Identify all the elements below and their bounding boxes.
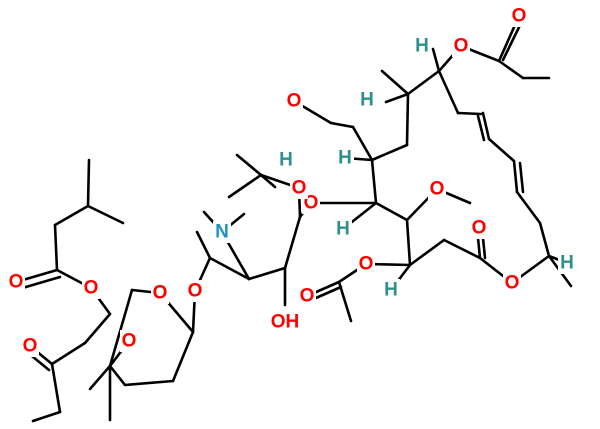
atom-label-background (7, 271, 25, 293)
bond (405, 218, 412, 267)
atom-label-background (336, 147, 354, 169)
bond (518, 161, 525, 194)
atom-label-background (503, 272, 521, 294)
atom-label-o-top-carb: O (512, 6, 527, 27)
bond (481, 111, 491, 141)
bond (408, 238, 446, 267)
atom-label-o-prop-carb: O (23, 336, 38, 357)
bond (88, 364, 112, 391)
atom-label-background (298, 285, 316, 307)
bond (456, 111, 483, 116)
atom-label-background (120, 330, 138, 352)
bond (53, 204, 90, 227)
bond (497, 59, 525, 80)
atom-label-o-top: O (454, 36, 469, 57)
atom-label-background (558, 252, 576, 274)
atom-label-o-ald: O (287, 91, 302, 112)
atom-label-background (382, 279, 400, 301)
atom-label-o-lac: O (505, 273, 520, 294)
bond (431, 47, 441, 73)
bond (83, 312, 112, 345)
bond (374, 201, 409, 222)
atom-label-h-c4: H (384, 280, 398, 301)
atom-label-background (270, 311, 300, 333)
bond (86, 158, 91, 208)
bond (259, 173, 277, 189)
bond (50, 362, 62, 414)
atom-label-h-c1: H (338, 148, 352, 169)
bond (208, 256, 251, 281)
bond (437, 69, 460, 115)
atom-label-h-c5: H (560, 253, 574, 274)
bond (86, 204, 125, 225)
atom-label-h-c3: H (336, 219, 350, 240)
bond (487, 137, 516, 163)
atom-label-background (334, 218, 352, 240)
bond (195, 230, 212, 260)
atom-label-o-ester: O (84, 278, 99, 299)
atom-label-background (510, 5, 528, 27)
bond (227, 173, 263, 199)
bond (283, 215, 302, 270)
atom-label-background (213, 221, 231, 243)
atom-label-background (452, 35, 470, 57)
bond (370, 143, 409, 162)
atom-label-background (358, 89, 376, 111)
atom-label-background (21, 335, 39, 357)
atom-label-h-top: H (360, 90, 374, 111)
atom-label-background (82, 277, 100, 299)
atom-label-o-link: O (188, 281, 203, 302)
bond (50, 341, 87, 366)
atom-label-background (470, 217, 488, 239)
bond (370, 158, 378, 205)
bond (235, 153, 263, 177)
bond (351, 125, 374, 162)
bond (406, 69, 441, 96)
bond (247, 266, 287, 281)
bond (329, 121, 355, 129)
bond (108, 364, 127, 387)
atom-label-background (151, 282, 169, 304)
atom-label-h-c2: H (415, 36, 429, 57)
bond (171, 330, 195, 383)
bond (538, 221, 551, 258)
atom-label-o-ester-carb: O (9, 272, 24, 293)
bond (123, 379, 175, 387)
bond (108, 288, 134, 368)
atom-label-o-lac-carb: O (472, 218, 487, 239)
bond (53, 223, 59, 272)
atom-label-o-ac-carb: O (300, 286, 315, 307)
atom-label-background (357, 253, 375, 275)
bond (31, 410, 62, 423)
atom-label-background (290, 177, 308, 199)
atom-label-o-ring2: O (153, 283, 168, 304)
bond (405, 92, 410, 147)
atom-label-n-dm: N (215, 222, 229, 243)
atom-label-o-ac: O (359, 254, 374, 275)
atom-label-background (413, 35, 431, 57)
atom-label-o-ring1: O (292, 178, 307, 199)
atom-label-background (428, 178, 446, 200)
bond (380, 69, 410, 96)
atom-label-background (285, 90, 303, 112)
bond (442, 238, 482, 260)
atom-label-o-oh: OH (271, 312, 300, 333)
bond (476, 114, 486, 142)
atom-label-background (186, 280, 204, 302)
atom-label-h-ald: H (279, 150, 293, 171)
atom-label-o-ome: O (430, 179, 445, 200)
bond (17, 275, 62, 291)
bond (384, 92, 410, 104)
bond (515, 190, 542, 225)
bond (512, 159, 519, 194)
bond (337, 280, 353, 323)
atom-label-o-ring2b: O (122, 331, 137, 352)
atom-label-background (277, 149, 295, 171)
